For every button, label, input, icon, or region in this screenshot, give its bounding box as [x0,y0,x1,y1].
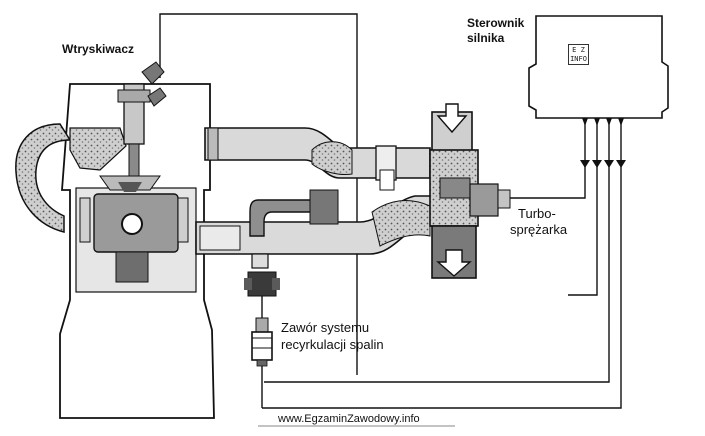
ecu-box [528,15,669,168]
egr-valve [244,253,280,367]
ecu-label-line2: silnika [467,31,505,45]
intake-pipe [195,195,441,255]
turbo-label-line1: Turbo- [518,206,556,221]
turbocharger [429,103,511,279]
injector-label: Wtryskiwacz [62,42,135,56]
ecu-label-line1: Sterownik [467,16,525,30]
egr-valve-label-line2: recyrkulacji spalin [281,337,384,352]
turbo-label-line2: sprężarka [510,222,568,237]
signal-wires [159,13,622,409]
injector [117,61,167,177]
intake-manifold [15,123,127,233]
exhaust-pipe [204,127,431,191]
ecu-connector-pins [582,118,624,126]
watermark-text: www.EgzaminZawodowy.info [278,413,420,425]
egr-pipe [249,189,339,237]
egr-valve-label-line1: Zawór systemu [281,320,370,335]
